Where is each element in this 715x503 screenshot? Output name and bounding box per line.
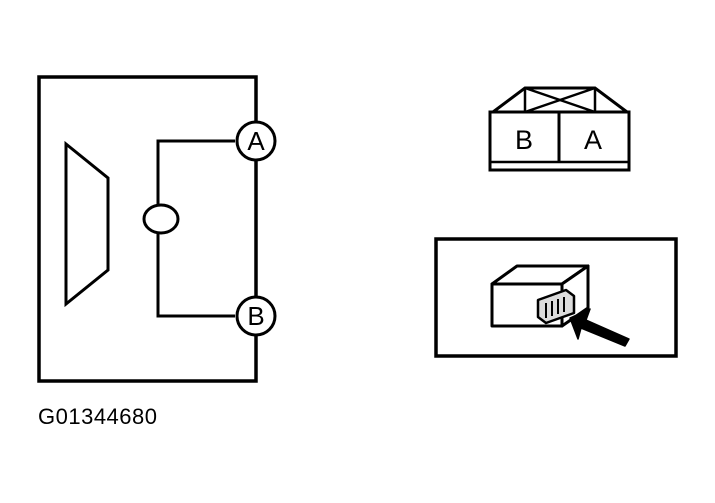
coil-icon: [142, 203, 180, 235]
horn-enclosure: [37, 75, 258, 383]
connector-location-inset: [434, 237, 678, 358]
terminal-b-circle: [235, 295, 277, 337]
connector-pin-a-label: A: [584, 125, 602, 155]
connector-face-icon: B A: [488, 86, 631, 172]
terminal-a-label: A: [247, 126, 265, 156]
terminal-b-label: B: [247, 301, 264, 331]
wire-b: [156, 233, 235, 318]
figure-id-label: G01344680: [38, 404, 158, 429]
connector-latch: [492, 86, 628, 114]
inset-frame: [434, 237, 678, 358]
connector-pin-b-label: B: [515, 125, 533, 155]
wire-a: [156, 139, 235, 205]
horn-icon: [64, 140, 110, 308]
latch-x-2: [524, 86, 596, 114]
arrow-icon: [569, 308, 630, 347]
connector-body-icon: [490, 264, 590, 328]
horn-schematic: A B: [37, 75, 277, 383]
terminal-a-circle: [235, 120, 277, 162]
